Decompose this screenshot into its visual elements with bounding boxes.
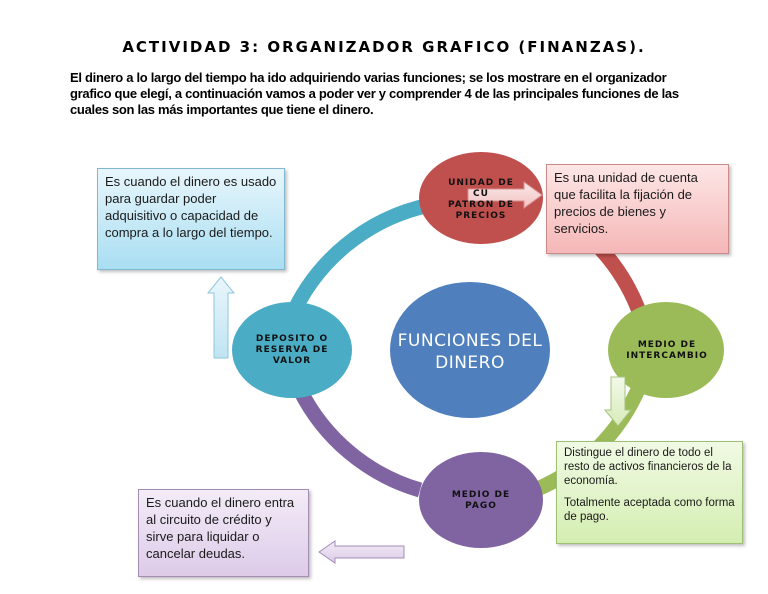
- center-node: [390, 282, 550, 418]
- intercambio-description-1: Distingue el dinero de todo el resto de …: [564, 447, 732, 487]
- node-unidad-label: UNIDAD DE CU PATRON DE PRECIOS: [447, 178, 515, 221]
- deposito-description-box: Es cuando el dinero es usado para guarda…: [97, 168, 285, 270]
- center-label: FUNCIONES DEL DINERO: [397, 331, 543, 373]
- pago-description-box: Es cuando el dinero entra al circuito de…: [138, 489, 309, 577]
- node-intercambio-label: MEDIO DE INTERCAMBIO: [626, 340, 708, 361]
- ring-arc-deposito-unidad: [283, 197, 432, 323]
- node-intercambio: [608, 302, 724, 398]
- intercambio-description-2: Totalmente aceptada como forma de pago.: [564, 497, 735, 523]
- node-pago: [419, 452, 543, 548]
- arrow-left-icon: [318, 540, 405, 564]
- node-pago-label: MEDIO DE PAGO: [451, 490, 511, 511]
- node-deposito: [232, 302, 352, 398]
- unidad-description-box: Es una unidad de cuenta que facilita la …: [546, 164, 729, 254]
- page-title: ACTIVIDAD 3: ORGANIZADOR GRAFICO (FINANZ…: [122, 38, 646, 56]
- node-deposito-label: DEPOSITO O RESERVA DE VALOR: [255, 334, 329, 366]
- intercambio-description-box: Distingue el dinero de todo el resto de …: [556, 441, 743, 544]
- arrow-down-icon: [603, 376, 633, 427]
- intro-paragraph: El dinero a lo largo del tiempo ha ido a…: [70, 70, 679, 117]
- ring-arc-pago-deposito: [293, 386, 423, 498]
- arrow-up-icon: [206, 276, 236, 359]
- arrow-right-icon: [467, 181, 543, 209]
